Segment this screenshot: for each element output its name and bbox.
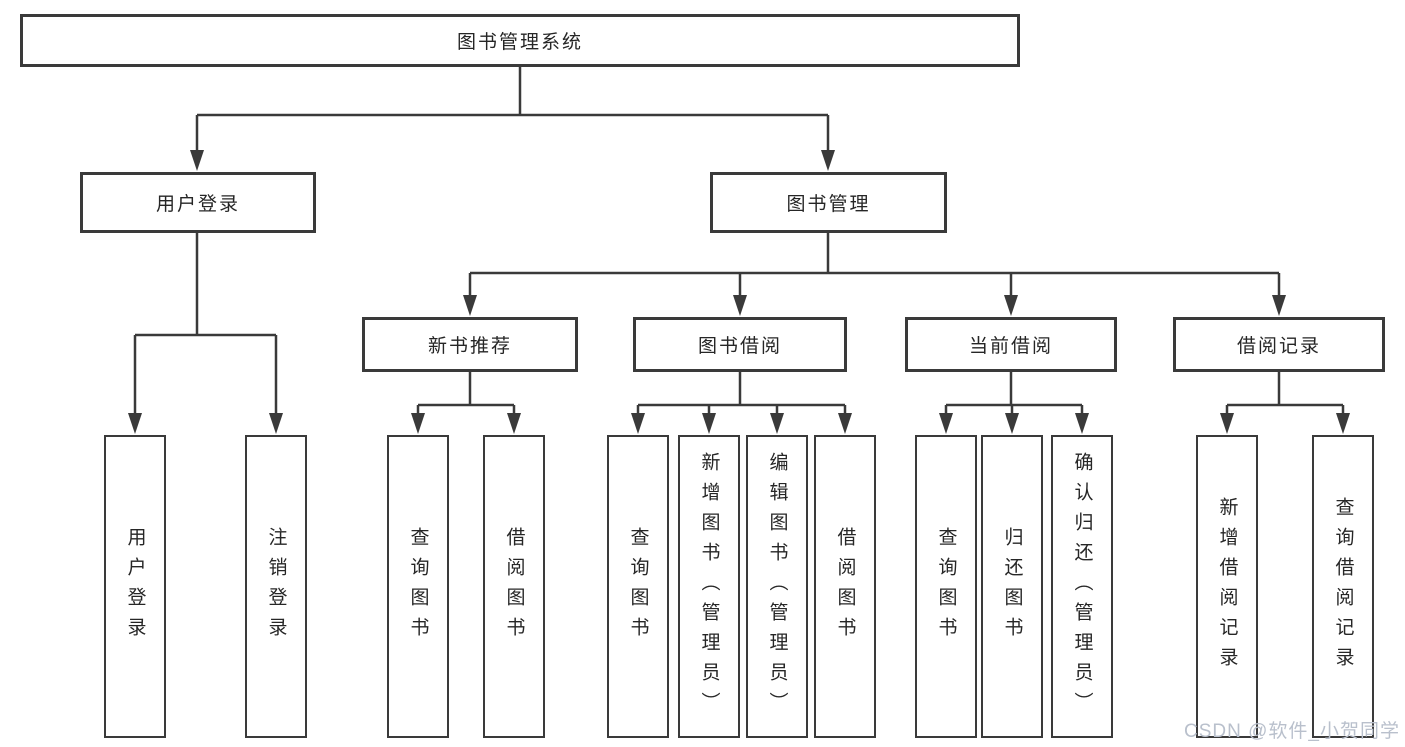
leaf-borrow-books-recommend-label: 借阅图书 bbox=[503, 526, 525, 647]
arrowhead bbox=[838, 413, 852, 434]
node-book-borrowing: 图书借阅 bbox=[633, 317, 847, 372]
arrowhead bbox=[821, 150, 835, 171]
leaf-return-books: 归还图书 bbox=[981, 435, 1043, 738]
leaf-query-books-borrowing: 查询图书 bbox=[607, 435, 669, 738]
node-new-book-recommend-label: 新书推荐 bbox=[427, 336, 512, 357]
arrowhead bbox=[190, 150, 204, 171]
leaf-query-borrow-record: 查询借阅记录 bbox=[1312, 435, 1374, 738]
leaf-edit-books-admin-label: 编辑图书（管理员） bbox=[766, 451, 788, 722]
arrowhead bbox=[939, 413, 953, 434]
node-book-borrowing-label: 图书借阅 bbox=[697, 336, 782, 357]
leaf-user-login-label: 用户登录 bbox=[124, 526, 146, 647]
node-root-label: 图书管理系统 bbox=[456, 32, 583, 53]
arrowhead bbox=[770, 413, 784, 434]
leaf-borrow-books-recommend: 借阅图书 bbox=[483, 435, 545, 738]
arrowhead bbox=[411, 413, 425, 434]
node-book-management: 图书管理 bbox=[710, 172, 947, 233]
node-current-borrowing-label: 当前借阅 bbox=[968, 336, 1053, 357]
leaf-borrow-books-label: 借阅图书 bbox=[834, 526, 856, 647]
node-user-login: 用户登录 bbox=[80, 172, 316, 233]
leaf-add-borrow-record: 新增借阅记录 bbox=[1196, 435, 1258, 738]
csdn-watermark: CSDN @软件_小贺同学 bbox=[1184, 721, 1400, 742]
leaf-query-books-current: 查询图书 bbox=[915, 435, 977, 738]
node-new-book-recommend: 新书推荐 bbox=[362, 317, 578, 372]
arrowhead bbox=[1005, 413, 1019, 434]
leaf-query-books-current-label: 查询图书 bbox=[935, 526, 957, 647]
leaf-query-books-recommend: 查询图书 bbox=[387, 435, 449, 738]
connector-path bbox=[133, 67, 1345, 415]
node-borrowing-records: 借阅记录 bbox=[1173, 317, 1385, 372]
leaf-query-books-borrowing-label: 查询图书 bbox=[627, 526, 649, 647]
leaf-logout: 注销登录 bbox=[245, 435, 307, 738]
arrowhead bbox=[1220, 413, 1234, 434]
node-root: 图书管理系统 bbox=[20, 14, 1020, 67]
leaf-confirm-return-admin: 确认归还（管理员） bbox=[1051, 435, 1113, 738]
node-user-login-label: 用户登录 bbox=[155, 194, 240, 215]
arrowhead bbox=[733, 295, 747, 316]
arrowhead bbox=[1004, 295, 1018, 316]
leaf-logout-label: 注销登录 bbox=[265, 526, 287, 647]
arrowhead bbox=[1075, 413, 1089, 434]
leaf-borrow-books: 借阅图书 bbox=[814, 435, 876, 738]
node-book-management-label: 图书管理 bbox=[786, 194, 871, 215]
leaf-return-books-label: 归还图书 bbox=[1001, 526, 1023, 647]
arrowhead bbox=[269, 413, 283, 434]
leaf-edit-books-admin: 编辑图书（管理员） bbox=[746, 435, 808, 738]
node-current-borrowing: 当前借阅 bbox=[905, 317, 1117, 372]
leaf-add-books-admin-label: 新增图书（管理员） bbox=[698, 451, 720, 722]
arrowhead bbox=[631, 413, 645, 434]
leaf-add-borrow-record-label: 新增借阅记录 bbox=[1216, 496, 1238, 677]
arrowhead bbox=[702, 413, 716, 434]
arrowhead bbox=[128, 413, 142, 434]
arrowhead bbox=[463, 295, 477, 316]
leaf-confirm-return-admin-label: 确认归还（管理员） bbox=[1071, 451, 1093, 722]
arrowhead bbox=[1272, 295, 1286, 316]
node-borrowing-records-label: 借阅记录 bbox=[1236, 336, 1321, 357]
leaf-query-borrow-record-label: 查询借阅记录 bbox=[1332, 496, 1354, 677]
arrowhead bbox=[1336, 413, 1350, 434]
leaf-add-books-admin: 新增图书（管理员） bbox=[678, 435, 740, 738]
leaf-user-login: 用户登录 bbox=[104, 435, 166, 738]
arrowhead bbox=[507, 413, 521, 434]
leaf-query-books-recommend-label: 查询图书 bbox=[407, 526, 429, 647]
